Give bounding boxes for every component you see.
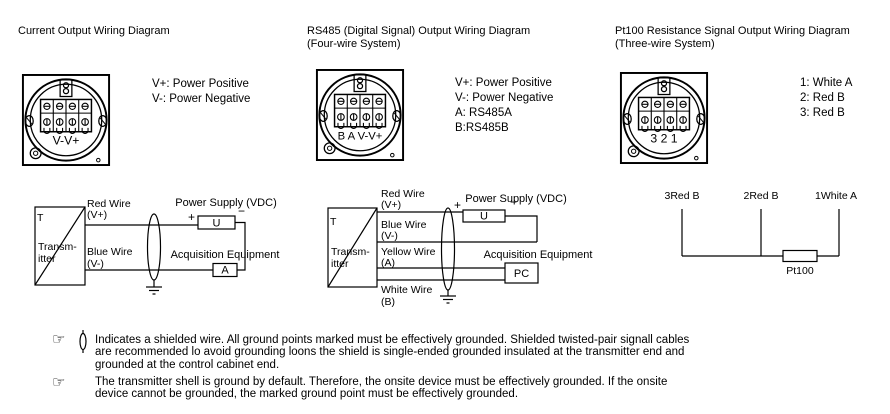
legend-line: V-: Power Negative <box>455 92 554 104</box>
lead-label: 2Red B <box>743 190 778 202</box>
transmitter-head-diagram-rs485: B A V-V+ <box>315 69 405 161</box>
title-line: Pt100 Resistance Signal Output Wiring Di… <box>615 25 850 37</box>
note-line: The transmitter shell is ground by defau… <box>95 376 668 388</box>
transmitter-head-diagram-pt100: 3 2 1 <box>619 72 709 164</box>
rs485-output-schematic: T Transm- itter Red Wire (V+) Blue Wire … <box>327 188 593 308</box>
minus-terminal: − <box>238 204 245 218</box>
legend-line: V+: Power Positive <box>152 78 249 90</box>
transmitter-box <box>34 206 86 286</box>
title-line: (Three-wire System) <box>615 38 715 50</box>
cable-gland-icon <box>59 79 73 98</box>
section-title-current-output: Current Output Wiring Diagram <box>18 25 170 38</box>
note-shielded-wire: Indicates a shielded wire. All ground po… <box>95 334 689 371</box>
cable-gland-icon <box>657 77 671 96</box>
title-line: Current Output Wiring Diagram <box>18 25 170 37</box>
power-supply-label: Power Supply (VDC) <box>175 197 276 209</box>
note-line: are recommended lo avoid grounding loons… <box>95 346 685 359</box>
legend-rs485-output: V+: Power Positive V-: Power Negative A:… <box>455 76 553 136</box>
plus-terminal: + <box>454 198 461 212</box>
return-wire <box>235 221 246 271</box>
note-line: device cannot be grounded, the marked gr… <box>95 388 519 401</box>
legend-pt100-output: 1: White A 2: Red B 3: Red B <box>800 76 852 121</box>
return-wire <box>505 215 538 242</box>
transmitter-label: Transm- <box>38 241 77 253</box>
acquisition-a: A <box>221 265 229 277</box>
plus-terminal: + <box>188 210 195 224</box>
terminal-label: V-V+ <box>53 133 80 147</box>
transmitter-head-diagram-current: V-V+ <box>21 74 111 166</box>
terminal-block-icon <box>333 93 387 129</box>
corner-screw-icon <box>323 142 395 158</box>
section-title-rs485-output: RS485 (Digital Signal) Output Wiring Dia… <box>307 25 530 51</box>
legend-line: 1: White A <box>800 77 853 89</box>
pt100-schematic: 3Red B 2Red B 1White A Pt100 <box>664 190 857 277</box>
pt100-resistor <box>782 249 818 263</box>
transmitter-label: itter <box>38 253 56 265</box>
wire-label: (B) <box>381 296 395 308</box>
wire-label: (V-) <box>87 258 104 270</box>
terminal-block-icon <box>39 98 93 134</box>
side-screw-icon <box>24 114 108 127</box>
terminal-label: B A V-V+ <box>338 130 383 142</box>
lead-label: 1White A <box>815 190 857 202</box>
lead-label: 3Red B <box>664 190 699 202</box>
wire-label: (V-) <box>381 230 398 242</box>
shield-symbol <box>440 207 456 291</box>
transmitter-box <box>327 207 378 288</box>
side-screw-icon <box>622 112 706 125</box>
current-output-schematic: T Transm- itter Red Wire (V+) Blue Wire … <box>34 197 280 295</box>
note-transmitter-shell: The transmitter shell is ground by defau… <box>95 376 667 401</box>
shield-wire-symbol-icon <box>79 330 87 353</box>
wire-label: (A) <box>381 257 395 269</box>
acquisition-label: Acquisition Equipment <box>484 249 593 261</box>
acquisition-box <box>504 262 539 284</box>
wire-label: Red Wire <box>381 188 425 200</box>
transmitter-t-label: T <box>37 212 44 224</box>
corner-screw-icon <box>29 147 101 163</box>
transmitter-label: itter <box>331 258 349 270</box>
wire-label: Blue Wire <box>87 246 133 258</box>
power-supply-u: U <box>480 211 488 223</box>
legend-line: 3: Red B <box>800 107 845 119</box>
legend-line: A: RS485A <box>455 107 512 119</box>
minus-terminal: − <box>510 195 517 209</box>
pt100-label: Pt100 <box>786 265 814 277</box>
side-screw-icon <box>318 109 402 122</box>
terminal-block-icon <box>637 96 691 132</box>
legend-line: V+: Power Positive <box>455 77 552 89</box>
transmitter-label: Transm- <box>331 246 370 258</box>
pointing-hand-icon: ☞ <box>52 374 66 391</box>
pointing-hand-icon: ☞ <box>52 331 66 348</box>
legend-line: B:RS485B <box>455 122 509 134</box>
section-title-pt100-output: Pt100 Resistance Signal Output Wiring Di… <box>615 25 850 51</box>
wire-label: Yellow Wire <box>381 246 436 258</box>
transmitter-t-label: T <box>330 216 337 228</box>
wire-label: White Wire <box>381 284 432 296</box>
wire-label: Red Wire <box>87 198 131 210</box>
ground-symbol <box>440 290 456 304</box>
legend-current-output: V+: Power Positive V-: Power Negative <box>152 77 250 107</box>
cable-gland-icon <box>353 74 367 93</box>
terminal-label: 3 2 1 <box>650 131 677 145</box>
legend-line: V-: Power Negative <box>152 93 251 105</box>
power-supply-label: Power Supply (VDC) <box>465 193 566 205</box>
power-supply-u: U <box>213 218 221 230</box>
note-line: Indicates a shielded wire. All ground po… <box>95 334 690 346</box>
acquisition-label: Acquisition Equipment <box>171 249 280 261</box>
wire-label: Blue Wire <box>381 219 427 231</box>
title-line: RS485 (Digital Signal) Output Wiring Dia… <box>307 25 531 37</box>
legend-line: 2: Red B <box>800 92 845 104</box>
wire-label: (V+) <box>381 199 401 211</box>
note-line: grounded at the control cabinet end. <box>95 358 280 371</box>
title-line: (Four-wire System) <box>307 38 401 50</box>
ground-symbol <box>146 280 162 295</box>
acquisition-box <box>212 262 238 278</box>
acquisition-pc: PC <box>514 268 529 280</box>
corner-screw-icon <box>627 145 699 161</box>
wire-label: (V+) <box>87 209 107 221</box>
